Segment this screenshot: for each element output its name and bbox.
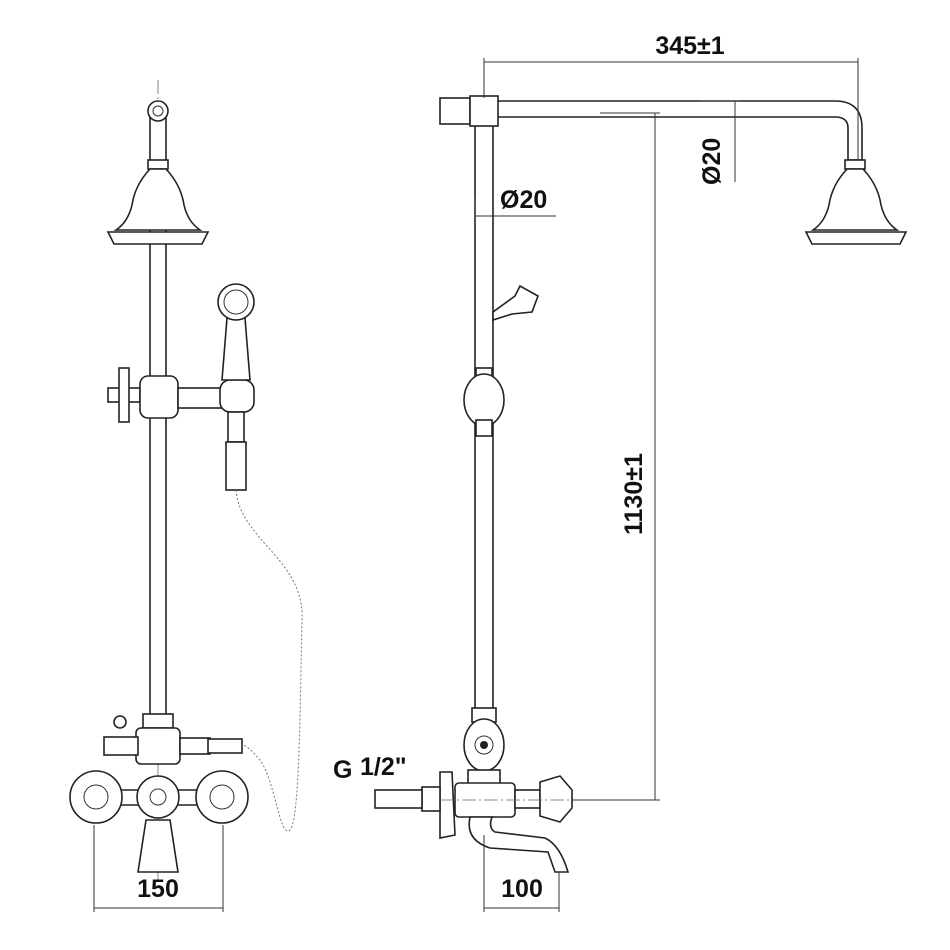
shower-arm — [469, 100, 863, 161]
side-handle — [539, 775, 573, 823]
inlet-thread — [374, 789, 423, 809]
shower-head-bell — [113, 168, 203, 231]
hand-shower-holder — [219, 379, 255, 413]
hand-shower-handle — [221, 317, 251, 381]
slide-bracket — [463, 373, 505, 427]
left-handle — [69, 770, 123, 824]
hand-shower-head — [217, 283, 255, 321]
dim-inlet-thread-g: G — [333, 756, 352, 784]
dim-handle-spacing: 150 — [137, 875, 179, 903]
tub-spout — [468, 816, 570, 873]
dim-arm-diameter: Ø20 — [698, 138, 726, 185]
wall-flange — [439, 771, 456, 839]
right-handle — [195, 770, 249, 824]
arm-cap — [439, 97, 471, 125]
dim-inlet-thread-size: 1/2" — [360, 753, 407, 781]
dim-arm-reach: 345±1 — [655, 32, 724, 60]
dim-spout-projection: 100 — [501, 875, 543, 903]
hose — [235, 489, 303, 832]
shower-head-bell-side — [810, 168, 900, 231]
hose-outlet — [207, 738, 243, 754]
dim-riser-diameter: Ø20 — [500, 186, 547, 214]
spout-front — [137, 819, 179, 873]
dim-height: 1130±1 — [620, 453, 648, 535]
top-cap — [147, 100, 169, 122]
front-view: 150 — [69, 80, 303, 912]
side-view: 345±1 Ø20 Ø20 1130±1 G 1/2" 100 — [333, 32, 908, 912]
shower-head-plate — [106, 231, 210, 245]
hand-shower-hook — [492, 284, 539, 322]
